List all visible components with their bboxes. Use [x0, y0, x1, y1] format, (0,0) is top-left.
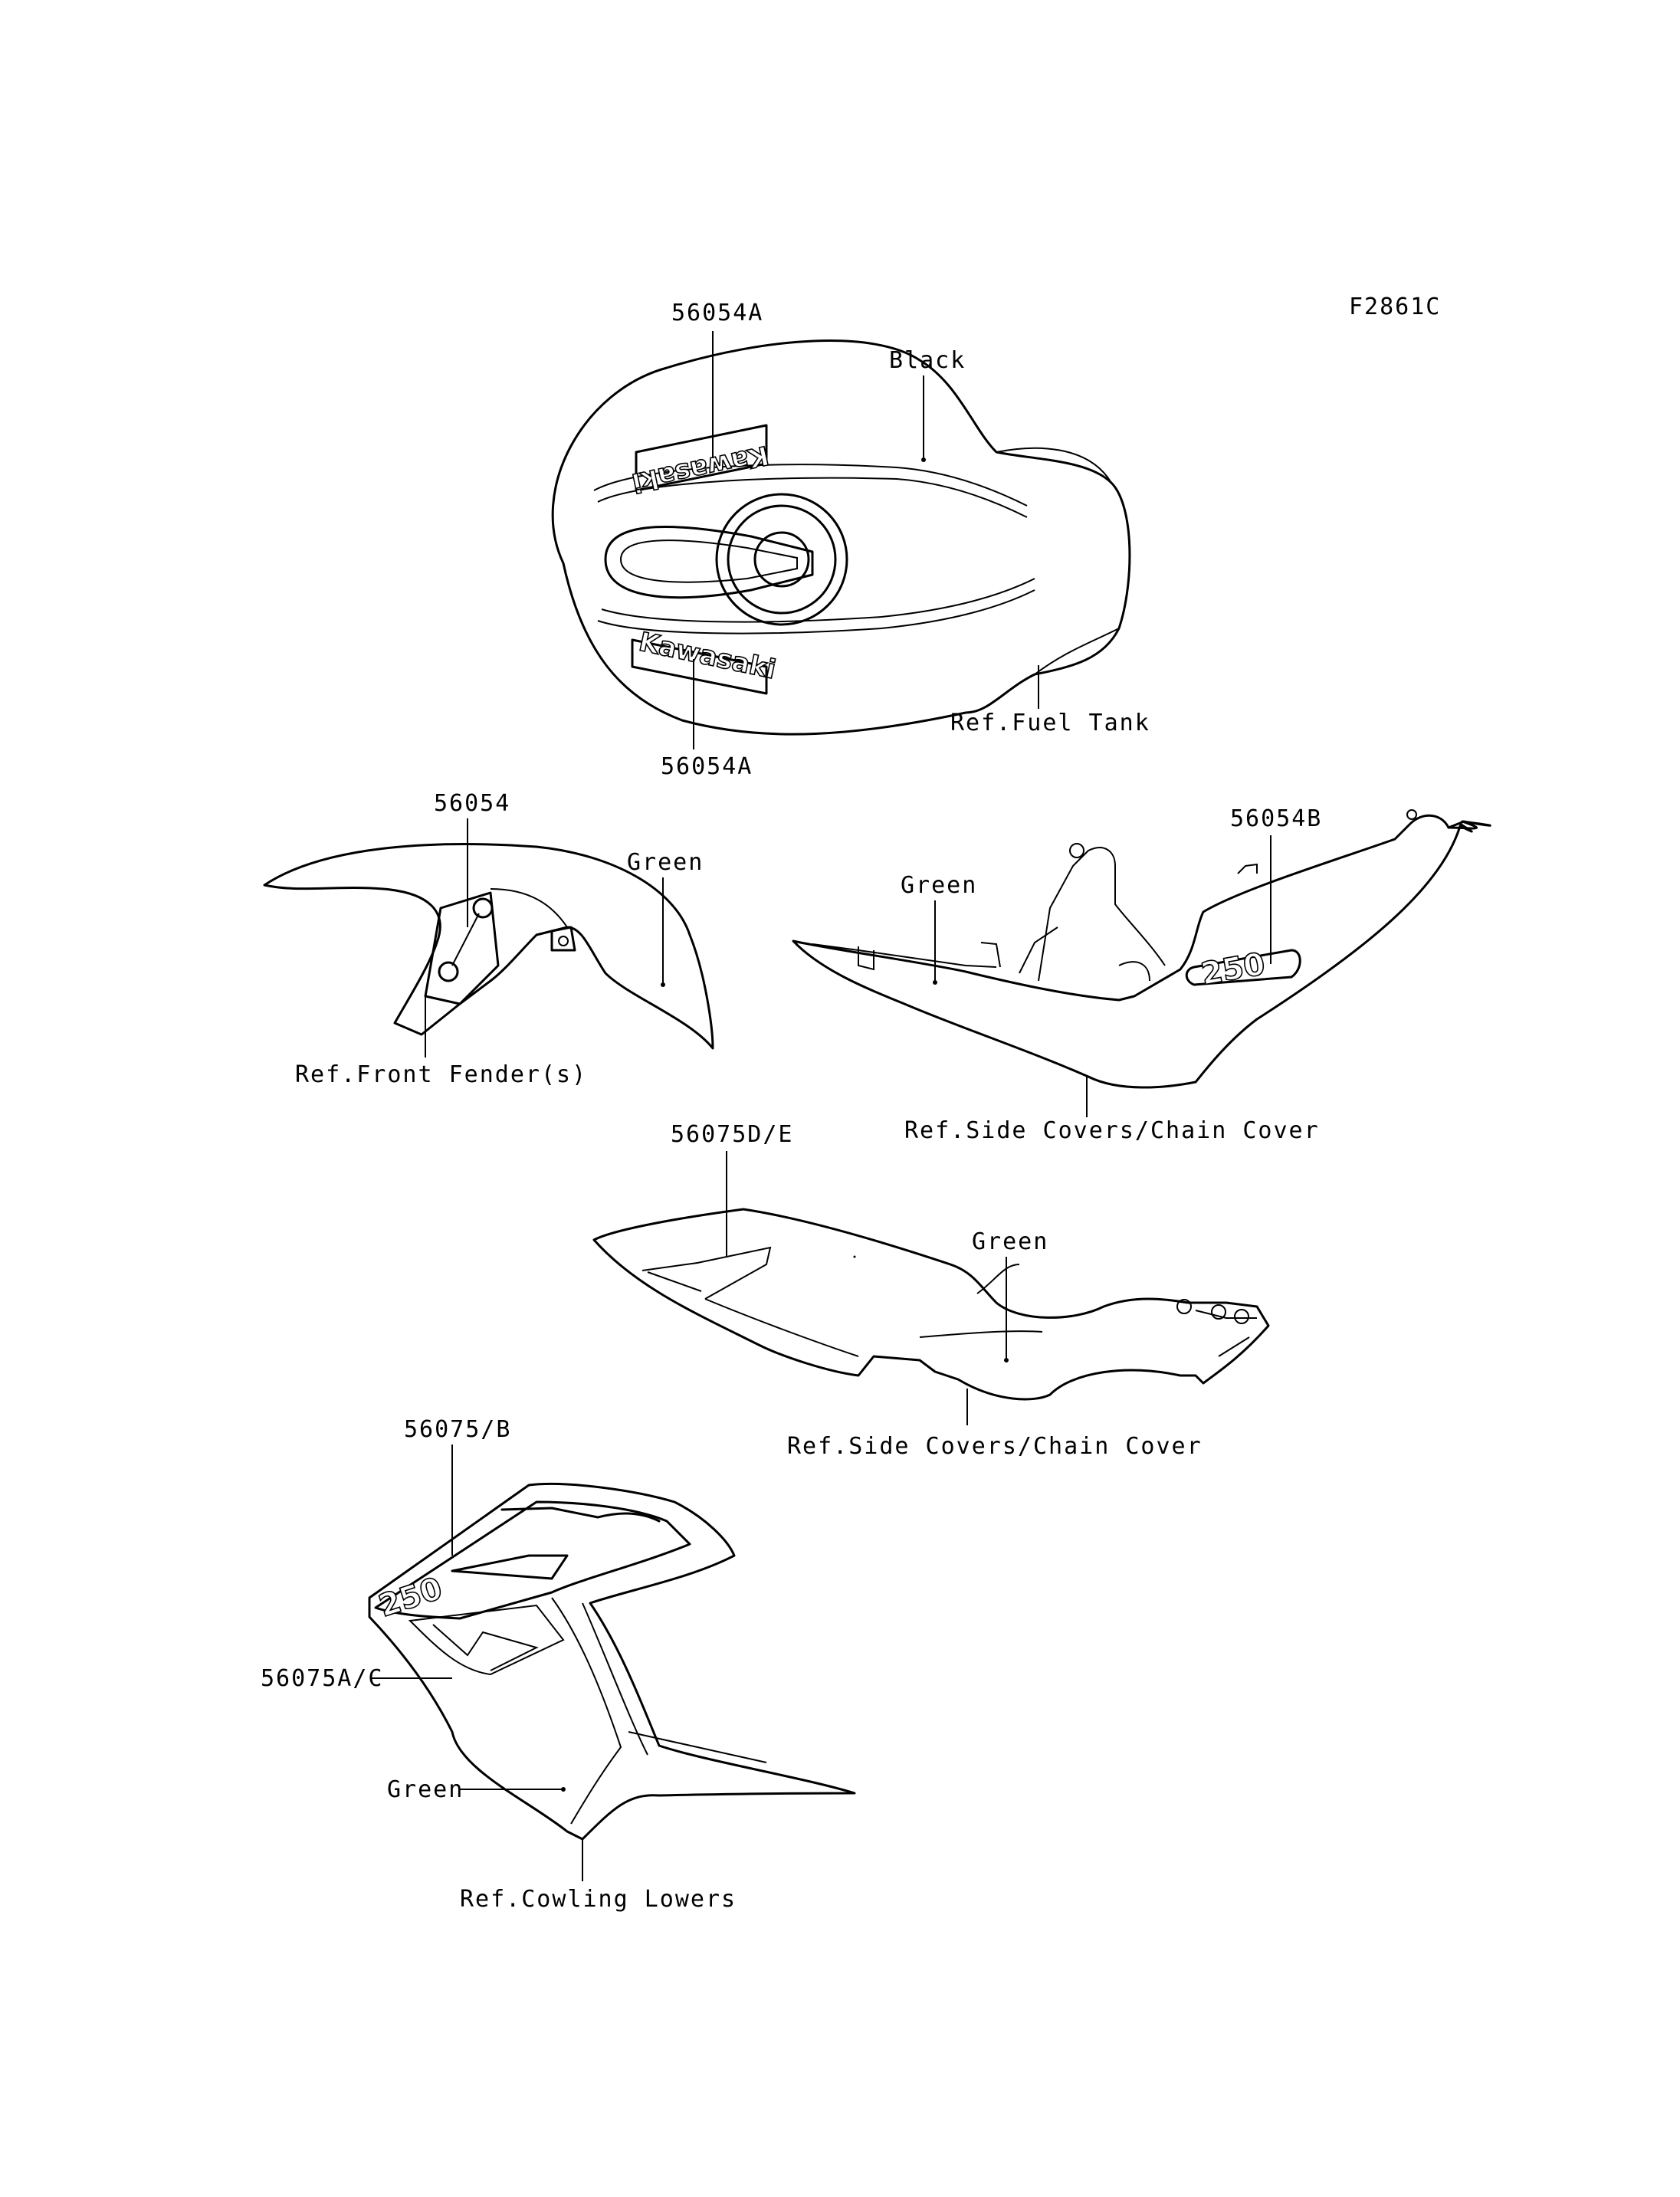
- fuel-tank-part-bottom-label: 56054A: [661, 753, 753, 780]
- cowling-part-top-label: 56075/B: [404, 1416, 511, 1443]
- rear-side-cover-illustration: 250: [792, 809, 1491, 1089]
- front-fender-illustration: [263, 843, 714, 1050]
- middle-side-cover-part-label: 56075D/E: [671, 1121, 794, 1148]
- middle-side-cover-ref-label: Ref.Side Covers/Chain Cover: [787, 1433, 1203, 1460]
- front-fender-color-label: Green: [627, 849, 704, 876]
- fuel-tank-logo-bottom: Kawasaki: [636, 627, 778, 686]
- cowling-color-label: Green: [387, 1776, 464, 1803]
- rear-side-cover-color-label: Green: [901, 872, 977, 899]
- fuel-tank-ref-label: Ref.Fuel Tank: [950, 710, 1150, 736]
- cowling-ref-label: Ref.Cowling Lowers: [460, 1886, 737, 1913]
- figure-code: F2861C: [1349, 293, 1441, 320]
- fuel-tank-part-top-label: 56054A: [671, 300, 763, 326]
- middle-side-cover-color-label: Green: [972, 1228, 1048, 1255]
- rear-side-cover-ref-label: Ref.Side Covers/Chain Cover: [904, 1117, 1320, 1144]
- rear-side-cover-badge: 250: [1199, 946, 1268, 992]
- cowling-part-middle-label: 56075A/C: [261, 1665, 384, 1692]
- fuel-tank-color-label: Black: [889, 347, 966, 374]
- front-fender-ref-label: Ref.Front Fender(s): [295, 1061, 587, 1088]
- front-fender-part-label: 56054: [434, 790, 510, 817]
- fuel-tank-illustration: Kawasaki Kawasaki: [551, 339, 1131, 736]
- rear-side-cover-part-label: 56054B: [1230, 805, 1322, 832]
- middle-side-cover-illustration: [592, 1208, 1270, 1401]
